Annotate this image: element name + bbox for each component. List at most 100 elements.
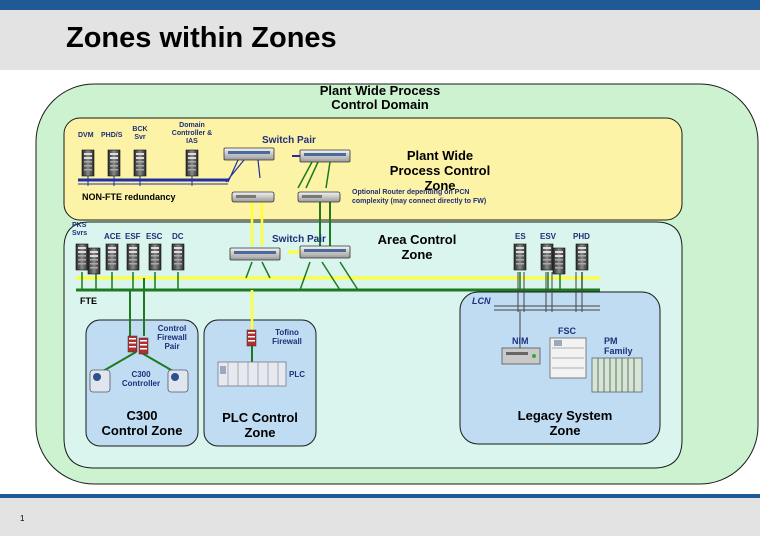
yellow-trunks <box>250 200 264 246</box>
esv-server-1-icon <box>540 243 554 271</box>
esf-label: ESF <box>125 232 141 241</box>
pcz-title-line1: Plant Wide <box>406 148 474 163</box>
acz-switch-links <box>245 261 359 291</box>
c300-zone-title-line1: C300 <box>126 408 158 423</box>
pks-label-line2: Svrs <box>72 230 88 237</box>
c300-uplinks <box>129 278 145 336</box>
ace-server-icon <box>105 243 119 271</box>
dvm-label: DVM <box>78 132 94 139</box>
phds-server-icon <box>107 149 121 177</box>
legacy-zone-title-line2: Zone <box>549 423 581 438</box>
lcn-label: LCN <box>472 296 491 306</box>
pcz-title: Plant Wide Process Control Zone <box>370 148 510 193</box>
nim-device-icon <box>501 347 541 365</box>
acz-switch-right-icon <box>299 245 351 259</box>
control-firewall-2-icon <box>138 337 149 355</box>
nim-label: NIM <box>512 336 529 346</box>
domain-label: Plant Wide Process Control Domain <box>300 84 460 112</box>
fsc-device-icon <box>549 337 587 379</box>
c300-controller-label-line1: C300 <box>131 370 151 379</box>
non-fte-redundancy-label: NON-FTE redundancy <box>82 192 176 202</box>
pm-family-device-icon <box>591 357 643 393</box>
router-left-icon <box>231 191 275 203</box>
domain-controller-label-line2: Controller & <box>171 130 213 137</box>
pm-family-label-line1: PM <box>604 336 618 346</box>
c300-zone-title: C300 Control Zone <box>86 408 198 438</box>
tofino-firewall-label: Tofino Firewall <box>266 328 308 346</box>
legacy-zone-title: Legacy System Zone <box>490 408 640 438</box>
bottom-accent-bar <box>0 494 760 498</box>
server-drops <box>87 176 193 186</box>
es-server-icon <box>513 243 527 271</box>
es-label: ES <box>515 232 526 241</box>
c300-controller-left-icon <box>89 369 111 393</box>
tofino-firewall-label-line1: Tofino <box>275 328 299 337</box>
bck-server-icon <box>133 149 147 177</box>
router-right-icon <box>297 191 341 203</box>
router-note-line2: complexity (may connect directly to FW) <box>352 198 487 205</box>
esv-server-2-icon <box>552 247 566 275</box>
legacy-zone-title-line1: Legacy System <box>517 408 613 423</box>
pm-family-label: PM Family <box>604 336 633 356</box>
tofino-firewall-icon <box>246 329 257 347</box>
control-firewall-label: Control Firewall Pair <box>150 324 194 351</box>
lcn-drops <box>517 272 583 312</box>
c300-zone-title-line2: Control Zone <box>101 423 183 438</box>
green-downlinks <box>319 200 331 246</box>
process-control-zone <box>63 117 683 221</box>
switch-uplinks <box>225 159 261 183</box>
control-firewall-label-line2: Firewall <box>157 333 187 342</box>
pcz-switch-right-icon <box>299 149 351 163</box>
ace-label: ACE <box>104 232 121 241</box>
fte-drops <box>81 272 583 290</box>
phd-server-icon <box>575 243 589 271</box>
plc-zone-title-line1: PLC Control <box>222 410 298 425</box>
pcz-title-line3: Zone <box>424 178 456 193</box>
phd-label: PHD <box>573 232 590 241</box>
acz-switch-left-icon <box>229 247 281 261</box>
pks-server-2-icon <box>87 247 101 275</box>
pks-label: PKS Svrs <box>72 222 87 238</box>
c300-controller-right-icon <box>167 369 189 393</box>
pks-label-line1: PKS <box>72 222 87 229</box>
esv-label: ESV <box>540 232 557 241</box>
phds-label: PHD/S <box>101 132 123 139</box>
pcz-switch-left-icon <box>223 147 275 161</box>
dvm-server-icon <box>81 149 95 177</box>
plc-rack-icon <box>217 361 287 387</box>
plc-zone-title-line2: Zone <box>244 425 276 440</box>
green-trunks <box>297 161 331 189</box>
plc-zone-title: PLC Control Zone <box>204 410 316 440</box>
c300-control-zone <box>85 319 199 447</box>
plc-label: PLC <box>289 370 305 379</box>
control-firewall-label-line3: Pair <box>164 342 180 351</box>
domain-controller-label-line1: Domain <box>179 122 205 129</box>
pm-family-label-line2: Family <box>604 346 633 356</box>
title-bar <box>0 10 760 70</box>
esc-label: ESC <box>146 232 163 241</box>
router-note: Optional Router depending on PCN complex… <box>352 188 486 206</box>
acz-title: Area Control Zone <box>362 232 472 262</box>
bck-label-line1: BCK <box>132 126 148 133</box>
page-number: 1 <box>20 514 25 523</box>
domain-controller-label-line3: IAS <box>186 138 198 145</box>
domain-label-line2: Control Domain <box>331 97 429 112</box>
esc-server-icon <box>148 243 162 271</box>
pcz-switch-pair-label: Switch Pair <box>262 135 316 146</box>
acz-title-line1: Area Control <box>377 232 457 247</box>
tofino-firewall-label-line2: Firewall <box>272 337 302 346</box>
esf-server-icon <box>126 243 140 271</box>
control-firewall-label-line1: Control <box>157 324 187 333</box>
fsc-label: FSC <box>558 326 576 336</box>
control-firewall-1-icon <box>127 335 138 353</box>
pcz-title-line2: Process Control <box>389 163 491 178</box>
domain-controller-server-icon <box>185 149 199 177</box>
acz-switch-pair-label: Switch Pair <box>272 234 326 245</box>
bck-label: BCK Svr <box>128 126 152 142</box>
pks-server-1-icon <box>75 243 89 271</box>
acz-title-line2: Zone <box>401 247 433 262</box>
top-accent-bar <box>0 0 760 10</box>
dc-server-icon <box>171 243 185 271</box>
router-note-line1: Optional Router depending on PCN <box>352 189 470 196</box>
